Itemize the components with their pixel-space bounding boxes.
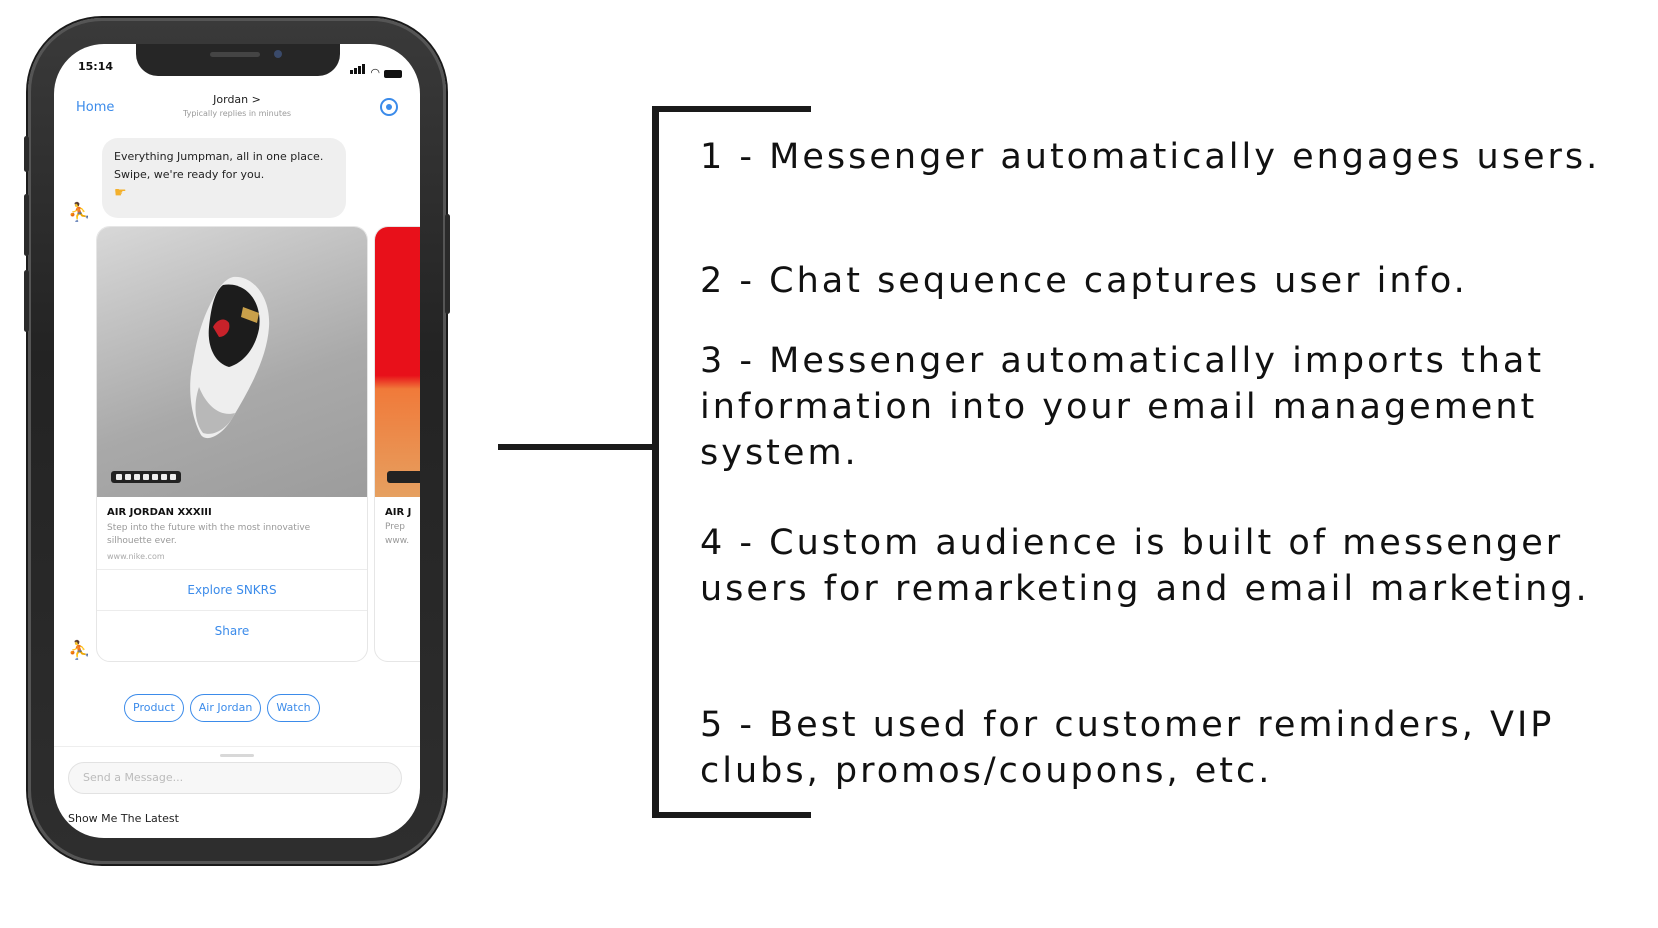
quick-reply-product[interactable]: Product	[124, 694, 184, 722]
phone-mute-switch	[24, 136, 29, 172]
explore-snkrs-button[interactable]: Explore SNKRS	[97, 569, 367, 610]
card2-url: www.	[385, 536, 410, 546]
card-description: Step into the future with the most innov…	[107, 523, 311, 546]
product-card-next[interactable]: AIR J Prep www.	[374, 226, 420, 662]
phone-mockup: 15:14 ◠ Home Jordan > Typically replies …	[24, 18, 450, 864]
carousel-dots-next	[387, 471, 420, 483]
phone-volume-up	[24, 194, 29, 256]
persistent-menu-item[interactable]: Show Me The Latest	[68, 812, 179, 825]
share-button[interactable]: Share	[97, 610, 367, 651]
card2-title: AIR J	[385, 507, 412, 518]
wifi-icon: ◠	[370, 66, 380, 79]
quick-replies: Product Air Jordan Watch	[124, 694, 320, 722]
step-item-4: 4 - Custom audience is built of messenge…	[700, 523, 1590, 609]
connector-line	[498, 444, 654, 450]
step-item-5: 5 - Best used for customer reminders, VI…	[700, 705, 1555, 791]
card-url[interactable]: www.nike.com	[107, 552, 165, 561]
card-title: AIR JORDAN XXXIII	[107, 507, 212, 518]
phone-volume-down	[24, 270, 29, 332]
phone-power-button	[445, 214, 450, 314]
bracket-bottom	[652, 812, 811, 818]
contact-name[interactable]: Jordan >	[213, 93, 261, 106]
composer-grabber[interactable]	[220, 754, 254, 757]
status-icons: ◠	[350, 59, 402, 78]
jumpman-avatar-icon: ⛹	[68, 202, 91, 223]
notch-camera	[274, 50, 282, 58]
status-time: 15:14	[78, 60, 114, 73]
battery-icon	[384, 70, 402, 78]
step-item-3: 3 - Messenger automatically imports that…	[700, 341, 1545, 473]
home-link[interactable]: Home	[76, 100, 115, 115]
quick-reply-air-jordan[interactable]: Air Jordan	[189, 694, 262, 722]
hand-emoji-icon: ☛	[114, 185, 127, 201]
bracket-top	[652, 106, 811, 112]
card2-description: Prep	[385, 522, 406, 532]
bracket-vertical	[652, 106, 659, 818]
sneaker-illustration	[190, 276, 270, 439]
phone-screen: 15:14 ◠ Home Jordan > Typically replies …	[54, 44, 420, 838]
jumpman-avatar-icon: ⛹	[68, 640, 91, 661]
signal-icon	[350, 59, 366, 78]
carousel-dots	[111, 471, 181, 483]
quick-reply-watch[interactable]: Watch	[267, 694, 320, 722]
product-card[interactable]: AIR JORDAN XXXIII Step into the future w…	[96, 226, 368, 662]
product-image-next	[375, 227, 420, 497]
settings-icon[interactable]	[380, 98, 398, 116]
product-image	[97, 227, 367, 497]
message-input[interactable]: Send a Message...	[68, 762, 402, 794]
message-text: Everything Jumpman, all in one place. Sw…	[114, 150, 324, 181]
step-item-1: 1 - Messenger automatically engages user…	[700, 137, 1601, 177]
step-item-2: 2 - Chat sequence captures user info.	[700, 261, 1468, 301]
message-bubble: Everything Jumpman, all in one place. Sw…	[102, 138, 346, 218]
notch-speaker	[210, 52, 260, 57]
phone-notch	[136, 44, 340, 76]
composer-divider	[54, 746, 420, 747]
contact-subtitle: Typically replies in minutes	[182, 109, 292, 118]
